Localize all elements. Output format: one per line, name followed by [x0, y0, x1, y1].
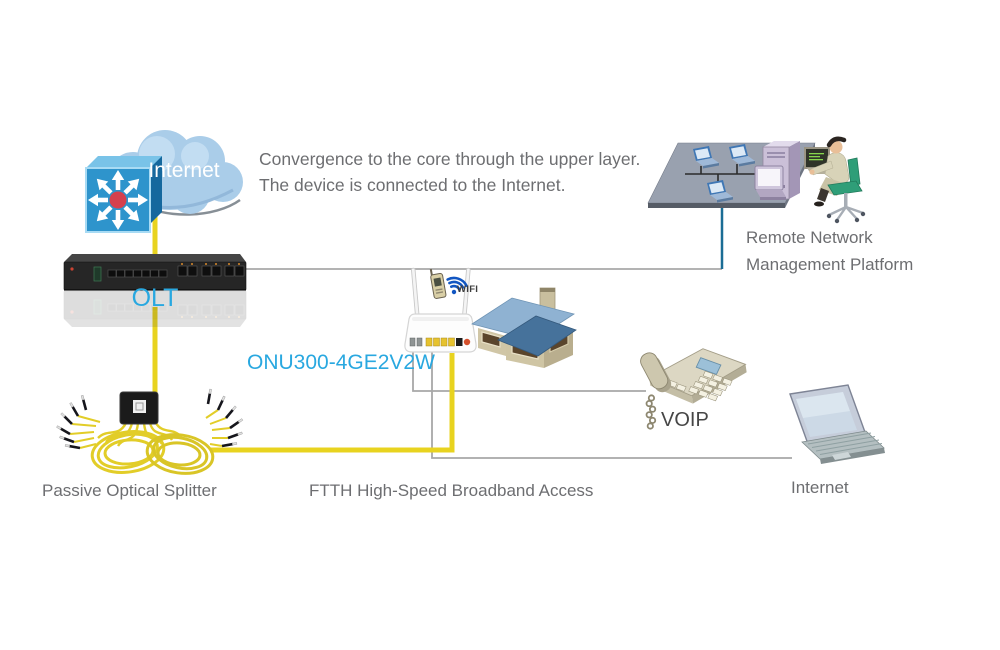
onu-label: ONU300-4GE2V2W [247, 351, 435, 374]
link-onu-to-laptop [431, 352, 792, 459]
remote-platform-label-line2: Management Platform [746, 255, 914, 274]
olt-label: OLT [131, 284, 179, 312]
passive-optical-splitter [56, 388, 244, 475]
voip-label: VOIP [661, 409, 709, 431]
fiber-splitter-to-onu [210, 353, 455, 453]
diagram-note: Convergence to the core through the uppe… [259, 146, 640, 198]
wifi-phone-icon [429, 268, 468, 299]
desktop-monitor [754, 165, 786, 200]
remote-platform-label-line1: Remote Network [746, 228, 873, 247]
note-line-1: Convergence to the core through the uppe… [259, 149, 641, 169]
core-router-icon [85, 156, 162, 233]
laptop-label: Internet [791, 478, 849, 497]
onu-ports [409, 337, 471, 347]
wifi-label: WIFI [457, 284, 479, 295]
note-line-2: The device is connected to the Internet. [259, 175, 566, 195]
remote-management-platform [647, 136, 866, 224]
voip-phone [640, 348, 747, 430]
splitter-label: Passive Optical Splitter [42, 481, 217, 500]
ftth-caption: FTTH High-Speed Broadband Access [309, 481, 594, 500]
laptop-keyboard [807, 432, 883, 455]
subscriber-laptop [789, 384, 885, 464]
wifi-waves-icon [446, 276, 468, 295]
lan-segment [685, 164, 760, 182]
operator-person [809, 136, 866, 224]
phone-handset [640, 352, 669, 390]
internet-cloud-label: Internet [148, 159, 220, 182]
link-onu-to-voip [412, 352, 646, 392]
onu-antenna-left [411, 267, 420, 317]
house [471, 287, 577, 368]
onu-device [404, 267, 477, 353]
phone-display [695, 357, 722, 376]
fan-strands [69, 409, 231, 449]
fiber-loop-right [145, 433, 215, 475]
phone-cord [645, 394, 657, 430]
